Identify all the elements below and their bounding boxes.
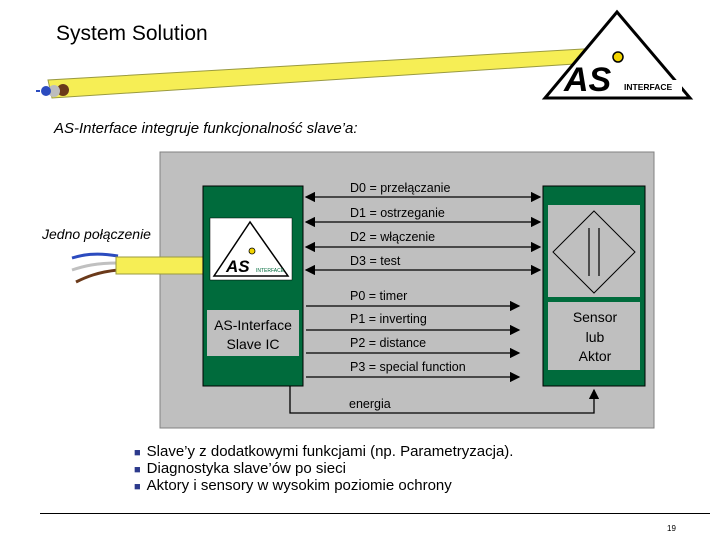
sensor-label-line3: Aktor — [579, 348, 612, 364]
signal-p2: P2 = distance — [350, 336, 426, 350]
svg-text:AS: AS — [225, 257, 250, 276]
list-item: ■Aktory i sensory w wysokim poziomie och… — [134, 477, 452, 494]
bullet-list: ■Slave’y z dodatkowymi funkcjami (np. Pa… — [134, 444, 513, 495]
bullet-square-icon: ■ — [134, 464, 141, 476]
signal-d0: D0 = przełączanie — [350, 181, 450, 195]
signal-p3: P3 = special function — [350, 360, 466, 374]
bullet-square-icon: ■ — [134, 481, 141, 493]
signal-d1: D1 = ostrzeganie — [350, 206, 445, 220]
asi-logo-icon: AS INTERFACE — [541, 9, 694, 100]
cable-wire-blue — [41, 86, 51, 96]
data-arrows — [304, 191, 542, 276]
header-graphics: AS INTERFACE — [36, 9, 694, 100]
list-item: ■Diagnostyka slave’ów po sieci — [134, 460, 346, 477]
signal-d2: D2 = włączenie — [350, 230, 435, 244]
page-title: System Solution — [56, 22, 208, 45]
page-number: 19 — [667, 524, 676, 533]
slave-ic-label-line2: Slave IC — [227, 336, 280, 352]
energy-label: energia — [349, 397, 391, 411]
footer-divider — [40, 513, 710, 514]
signal-d3: D3 = test — [350, 254, 401, 268]
sensor-symbol-icon — [552, 210, 636, 294]
connection-label: Jedno połączenie — [40, 226, 153, 242]
param-arrows — [306, 300, 521, 383]
svg-text:INTERFACE: INTERFACE — [256, 268, 285, 274]
svg-text:INTERFACE: INTERFACE — [624, 82, 673, 92]
subtitle: AS-Interface integruje funkcjonalność sl… — [54, 120, 358, 137]
list-item: ■Slave’y z dodatkowymi funkcjami (np. Pa… — [134, 443, 514, 460]
bullet-square-icon: ■ — [134, 447, 141, 459]
cable-wire-brown — [57, 84, 69, 96]
cable-wire-grey — [48, 85, 60, 97]
sensor-label-line2: lub — [586, 329, 605, 345]
connection-cable — [71, 252, 207, 284]
energy-line — [289, 386, 600, 414]
slave-ic-label-line1: AS-Interface — [214, 317, 292, 333]
svg-text:AS: AS — [563, 61, 612, 99]
signal-p0: P0 = timer — [350, 289, 407, 303]
sensor-label-line1: Sensor — [573, 309, 618, 325]
signal-p1: P1 = inverting — [350, 312, 427, 326]
